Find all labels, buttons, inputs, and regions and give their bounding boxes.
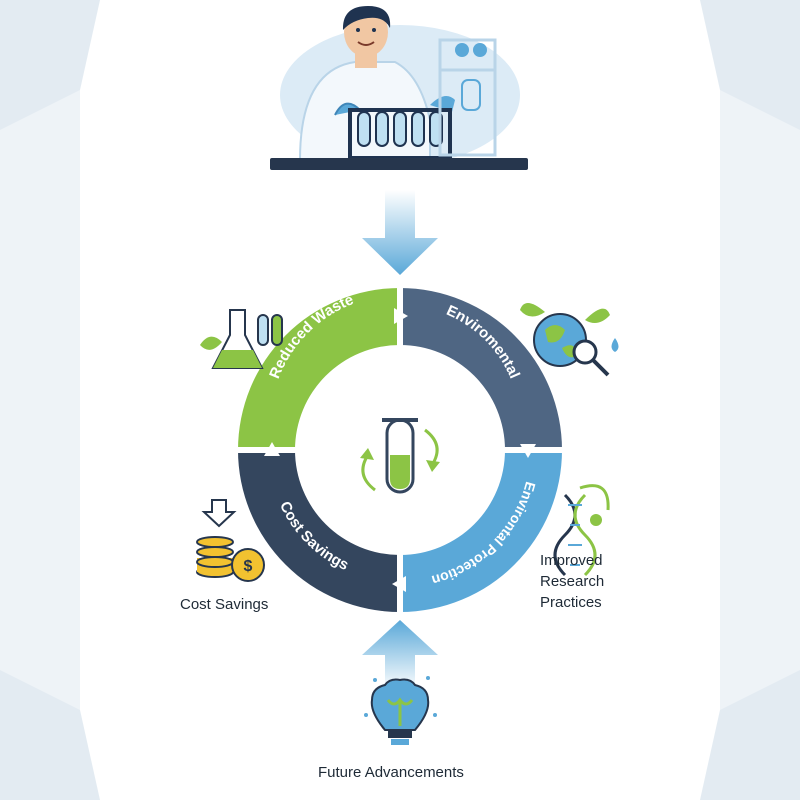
test-tube-icon xyxy=(360,418,440,494)
globe-icon xyxy=(520,302,619,377)
flask-icon xyxy=(200,309,283,369)
cost-savings-label: Cost Savings xyxy=(180,596,269,613)
down-arrow xyxy=(362,190,438,275)
scientist-illustration xyxy=(270,6,528,170)
improved-line-1: Improved xyxy=(540,552,603,569)
up-arrow xyxy=(362,620,438,690)
segment-reduced-waste xyxy=(238,288,400,450)
dna-icon xyxy=(553,484,610,577)
future-advancements-label: Future Advancements xyxy=(318,764,464,781)
segment-environmental xyxy=(400,288,562,450)
segment-cost-savings xyxy=(238,450,400,612)
svg-text:$: $ xyxy=(244,558,253,575)
improved-research-label: Improved Research Practices xyxy=(540,550,640,613)
coins-icon: $ xyxy=(196,499,265,582)
ring-notches xyxy=(264,308,536,592)
brain-lightbulb-icon xyxy=(364,676,437,745)
improved-line-2: Research xyxy=(540,573,605,590)
segment-protection xyxy=(400,450,562,612)
improved-line-3: Practices xyxy=(540,594,602,611)
